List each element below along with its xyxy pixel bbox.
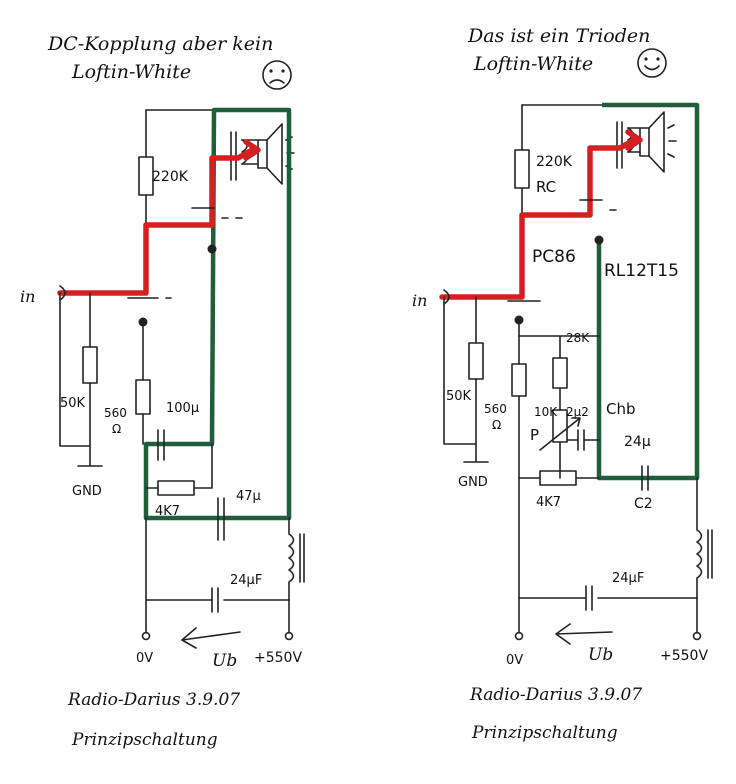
left-gnd-symbol <box>77 445 103 467</box>
right-c2-capacitor <box>641 465 649 491</box>
right-label-0v: 0V <box>506 653 523 668</box>
right-label-chb: Chb <box>606 400 636 418</box>
sad-face-icon <box>262 60 292 90</box>
left-label-550v: +550V <box>254 650 302 666</box>
left-plate-resistor <box>138 156 154 196</box>
left-label-0v: 0V <box>136 651 153 666</box>
left-supply-capacitor <box>211 587 219 613</box>
left-label-4k7: 4K7 <box>155 504 180 519</box>
right-supply-capacitor <box>585 585 593 611</box>
left-signal-path <box>57 147 255 296</box>
right-label-p: P <box>530 426 539 444</box>
left-label-in: in <box>20 287 35 306</box>
right-label-560: 560 <box>484 402 507 416</box>
right-label-ohm: Ω <box>492 418 501 432</box>
left-schematic: DC-Kopplung aber kein Loftin-White 220K <box>20 33 305 750</box>
left-label-220k: 220K <box>152 169 189 185</box>
right-power-loop <box>596 102 700 481</box>
right-label-50k: 50K <box>446 389 472 404</box>
right-label-24uf: 24µF <box>612 571 644 586</box>
right-grid-resistor <box>468 342 484 380</box>
left-grid-resistor <box>82 346 98 384</box>
right-label-550v: +550V <box>660 648 708 664</box>
right-label-rc: RC <box>536 178 556 196</box>
right-label-2u2: 2µ2 <box>566 405 589 419</box>
right-label-in: in <box>412 291 427 310</box>
right-footer-line1: Radio-Darius 3.9.07 <box>469 685 642 705</box>
left-label-100u: 100µ <box>166 401 199 416</box>
right-title-line1: Das ist ein Trioden <box>467 25 650 47</box>
left-label-ub: Ub <box>212 651 237 671</box>
left-label-50k: 50K <box>60 396 86 411</box>
right-label-4k7: 4K7 <box>536 495 561 510</box>
left-label-gnd: GND <box>72 484 102 499</box>
left-cathode-resistor <box>135 379 151 415</box>
right-label-ub: Ub <box>588 645 613 665</box>
right-2u2-capacitor <box>566 429 600 451</box>
left-terminal-0v <box>141 631 151 641</box>
left-title-line2: Loftin-White <box>71 61 191 83</box>
right-label-c2: C2 <box>634 496 653 512</box>
left-arrow-icon <box>181 627 241 649</box>
right-schematic: Das ist ein Trioden Loftin-White 220K RC <box>412 25 713 743</box>
right-speaker-icon <box>639 111 677 173</box>
left-tube-plate <box>191 207 243 219</box>
right-label-10k: 10K <box>534 405 558 419</box>
left-feedback-resistor <box>157 480 195 496</box>
left-label-24uf: 24µF <box>230 573 262 588</box>
right-terminal-0v <box>514 631 524 641</box>
left-terminal-550v <box>284 631 294 641</box>
right-arrow-icon <box>555 623 613 645</box>
right-label-pc86: PC86 <box>532 247 576 267</box>
left-footer-line2: Prinzipschaltung <box>71 730 218 750</box>
left-feedback-capacitor <box>217 497 225 541</box>
right-label-28k: 28K <box>566 331 590 345</box>
left-label-ohm: Ω <box>112 422 121 436</box>
right-feedback-resistor <box>539 470 577 486</box>
right-label-gnd: GND <box>458 475 488 490</box>
right-tube-plate <box>579 199 617 211</box>
right-terminal-550v <box>692 631 702 641</box>
left-cathode-capacitor <box>157 429 165 461</box>
right-label-rl12t15: RL12T15 <box>604 261 679 281</box>
right-title-line2: Loftin-White <box>473 53 593 75</box>
right-footer-line2: Prinzipschaltung <box>471 723 618 743</box>
right-cathode-resistor <box>511 363 527 397</box>
right-supply-choke <box>696 477 703 599</box>
right-pot-arrow-icon <box>539 417 581 451</box>
right-gnd-symbol <box>463 443 489 463</box>
left-label-560: 560 <box>104 406 127 420</box>
right-plate-resistor <box>514 149 530 189</box>
right-label-24u: 24µ <box>624 434 651 450</box>
right-28k-resistor <box>552 357 568 389</box>
right-signal-path <box>439 137 637 300</box>
happy-face-icon <box>637 48 667 78</box>
left-title-line1: DC-Kopplung aber kein <box>47 33 273 55</box>
left-supply-choke <box>288 517 295 601</box>
right-label-220k: 220K <box>536 154 573 170</box>
left-footer-line1: Radio-Darius 3.9.07 <box>67 690 240 710</box>
left-label-47u: 47µ <box>236 489 261 504</box>
